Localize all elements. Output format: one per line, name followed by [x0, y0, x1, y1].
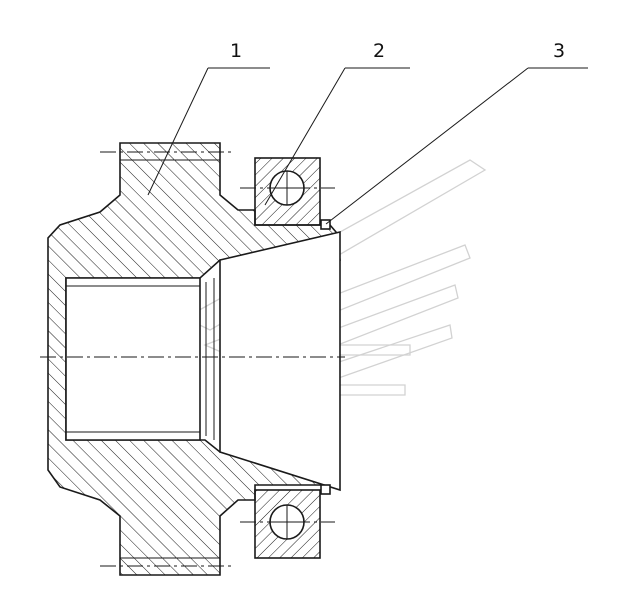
center-lines: [40, 151, 345, 567]
lower-bearing: [254, 489, 321, 559]
callout-1: 1: [230, 40, 242, 62]
callout-3: 3: [553, 40, 565, 62]
seal-ring: [320, 219, 331, 495]
leader-lines: [147, 67, 588, 225]
upper-bearing: [254, 157, 321, 226]
callout-2: 2: [373, 40, 385, 62]
wing-logo-icon: [183, 159, 487, 406]
hub-body: [47, 142, 341, 576]
